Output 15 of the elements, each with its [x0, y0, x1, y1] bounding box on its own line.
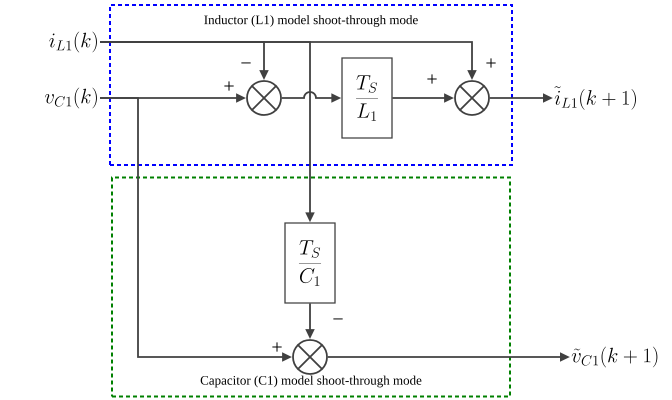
summing-junction: [246, 80, 282, 116]
summing-junction: [292, 339, 328, 375]
sign-label: +: [427, 74, 437, 84]
gain-block: $\frac{T_S}{C_1}$: [284, 222, 336, 304]
signal-label: $\tilde{i}_{L1}(k+1)$: [554, 86, 636, 110]
signal-label: $i_{L1}(k)$: [49, 32, 97, 52]
sign-label: −: [241, 62, 251, 64]
sign-label: +: [224, 81, 234, 91]
sign-label: +: [272, 342, 282, 352]
signal-label: $\tilde{v}_{C1}(k+1)$: [572, 346, 658, 368]
summing-junction: [454, 80, 490, 116]
sign-label: −: [333, 318, 343, 320]
sign-label: +: [486, 58, 496, 68]
signal-label: $v_{C1}(k)$: [44, 88, 97, 108]
gain-block: $\frac{T_S}{L_1}$: [341, 57, 393, 139]
